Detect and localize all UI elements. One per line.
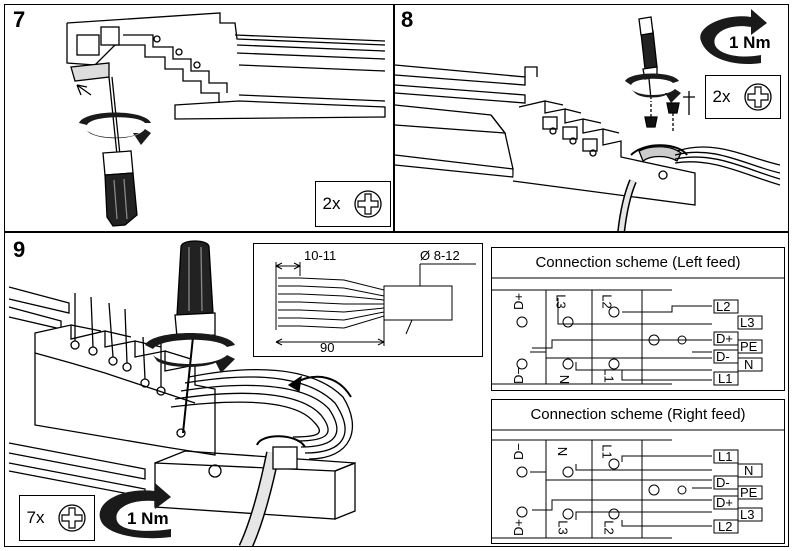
phillips-screw-icon — [58, 504, 87, 532]
strip-length-label: 10-11 — [304, 248, 337, 263]
torque-label: 1 Nm — [127, 509, 169, 528]
terminal-label: D− — [510, 367, 526, 384]
screw-count-callout: 2x — [705, 75, 781, 119]
wire-label: N — [744, 357, 754, 372]
wire-label: PE — [740, 339, 758, 354]
wire-label: N — [744, 463, 754, 478]
terminal-label: L2 — [599, 294, 615, 309]
wire-label: L1 — [718, 371, 733, 386]
screw-count-callout: 2x — [315, 181, 391, 227]
diameter-label: Ø 8-12 — [420, 248, 460, 263]
wire-label: L2 — [716, 299, 731, 314]
scheme-left-wiring — [492, 277, 784, 386]
terminal-label: D+ — [510, 293, 526, 310]
terminal-label: L3 — [553, 294, 569, 309]
step-9-panel: 9 — [4, 232, 789, 547]
terminal-label: D− — [510, 443, 526, 460]
phillips-screw-icon — [744, 83, 773, 111]
scheme-title: Connection scheme (Right feed) — [530, 406, 746, 423]
screw-count-label: 2x — [712, 87, 731, 106]
torque-label: 1 Nm — [729, 33, 771, 52]
step-number: 9 — [13, 237, 26, 262]
wire-label: PE — [740, 485, 758, 500]
wire-label: D+ — [716, 331, 733, 346]
step-9-illustration — [8, 240, 356, 546]
cable-strip-diagram: 10-11 Ø 8-12 90 — [253, 243, 483, 357]
step-7-illustration — [66, 12, 386, 227]
wire-label: L1 — [718, 449, 733, 464]
wire-label: D- — [716, 475, 730, 490]
phillips-screw-icon — [354, 190, 383, 218]
step-8-panel: 8 — [394, 4, 789, 232]
terminal-label: L3 — [555, 520, 571, 535]
wire-label: D- — [716, 349, 730, 364]
step-number: 8 — [401, 7, 414, 32]
scheme-right-wiring — [492, 429, 784, 539]
step-8-illustration — [395, 9, 781, 231]
screw-count-label: 7x — [26, 508, 45, 527]
wire-label: L3 — [740, 507, 755, 522]
terminal-label: L1 — [599, 444, 615, 459]
screw-count-callout: 7x — [19, 495, 95, 541]
step-number: 7 — [13, 7, 26, 32]
terminal-label: N — [557, 374, 573, 385]
wire-label: L3 — [740, 315, 755, 330]
terminal-label: N — [555, 446, 571, 457]
wire-label: L2 — [718, 519, 733, 534]
scheme-title: Connection scheme (Left feed) — [535, 254, 741, 271]
terminal-label: L1 — [601, 368, 617, 383]
cable-strip-drawing — [275, 262, 476, 346]
step-7-panel: 7 — [4, 4, 394, 232]
terminal-label: D+ — [510, 519, 526, 536]
terminal-label: L2 — [601, 520, 617, 535]
jacket-strip-label: 90 — [320, 340, 335, 355]
connection-scheme-left: Connection scheme (Left feed) — [491, 247, 785, 391]
connection-scheme-right: Connection scheme (Right feed) — [491, 399, 785, 544]
wire-label: D+ — [716, 495, 733, 510]
screw-count-label: 2x — [322, 194, 341, 213]
